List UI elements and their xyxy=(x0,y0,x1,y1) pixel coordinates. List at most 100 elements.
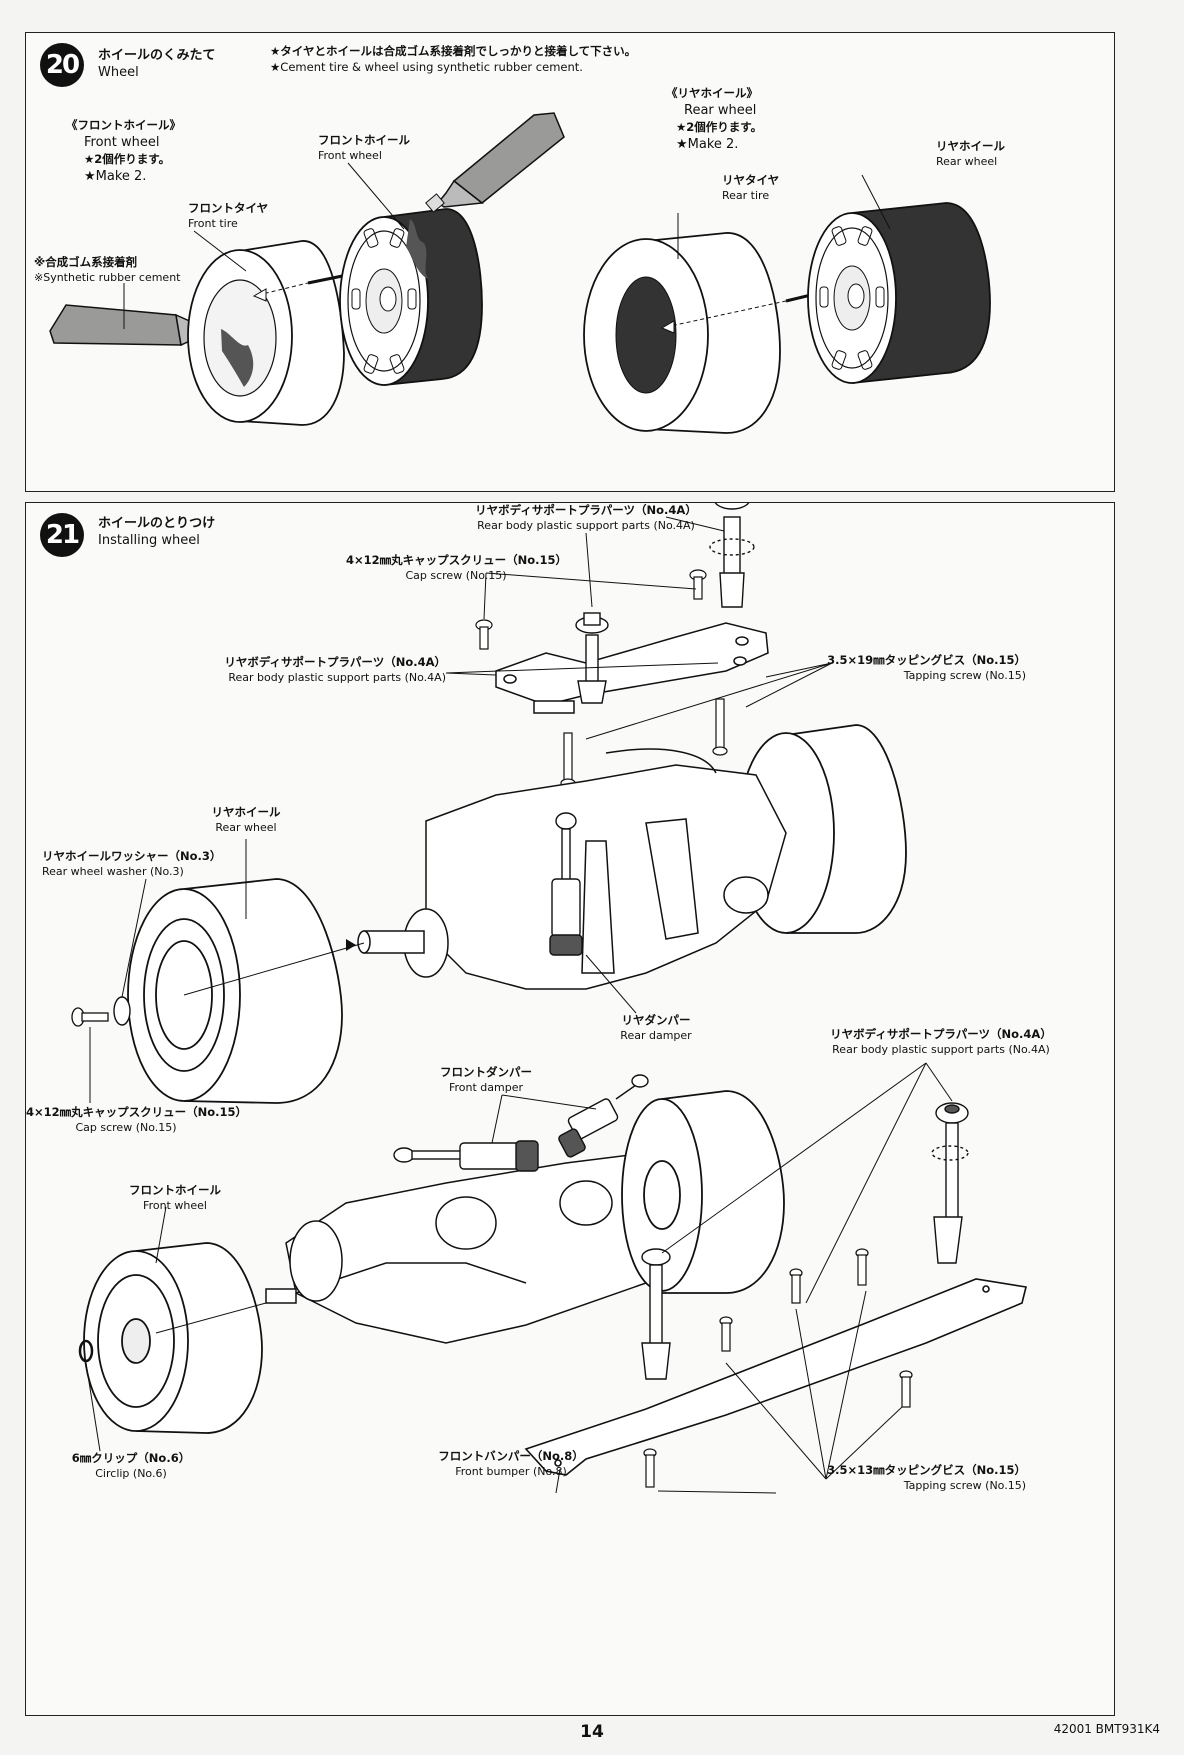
rear-wheel-left xyxy=(127,878,343,1104)
cap-screw-left-ja: 4×12㎜丸キャップスクリュー（No.15） xyxy=(26,1105,248,1119)
cement-note: ★タイヤとホイールは合成ゴム系接着剤でしっかりと接着して下さい。 ★Cement… xyxy=(270,43,636,75)
rear-heading-ja: 《リヤホイール》 xyxy=(666,86,758,100)
front-damper-en: Front damper xyxy=(448,1081,524,1094)
label-front-wheel: フロントホイール Front wheel xyxy=(110,1183,240,1213)
step-title-en: Wheel xyxy=(98,65,139,80)
label-cap-screw-left: 4×12㎜丸キャップスクリュー（No.15） Cap screw (No.15) xyxy=(26,1105,248,1135)
circlip-ja: 6㎜クリップ（No.6） xyxy=(71,1451,191,1465)
cement-label-ja: ※合成ゴム系接着剤 xyxy=(34,255,138,269)
front-heading-ja: 《フロントホイール》 xyxy=(66,118,181,132)
step-title-ja: ホイールのくみたて xyxy=(98,48,216,63)
rear-support-top-en: Rear body plastic support parts (No.4A) xyxy=(477,519,695,532)
label-rear-washer: リヤホイールワッシャー（No.3） Rear wheel washer (No.… xyxy=(42,849,221,879)
front-tire xyxy=(187,240,345,426)
label-tapping-19: 3.5×19㎜タッピングビス（No.15） Tapping screw (No.… xyxy=(826,653,1026,683)
front-bumper-ja: フロントバンパー（No.8） xyxy=(438,1449,584,1463)
rear-damper-ja: リヤダンパー xyxy=(621,1013,691,1027)
rear-support-left-ja: リヤボディサポートプラパーツ（No.4A） xyxy=(224,655,446,669)
rear-washer-ja: リヤホイールワッシャー（No.3） xyxy=(42,849,222,863)
label-rear-damper: リヤダンパー Rear damper xyxy=(596,1013,716,1043)
tapping-19-en: Tapping screw (No.15) xyxy=(903,669,1026,682)
circlip xyxy=(78,1339,94,1363)
step-title-ja: ホイールのとりつけ xyxy=(98,516,216,531)
rear-wheel-en: Rear wheel xyxy=(215,821,277,834)
front-chassis-body xyxy=(265,1152,687,1344)
label-front-bumper: フロントバンパー（No.8） Front bumper (No.8) xyxy=(436,1449,586,1479)
cap-screw-top-en: Cap screw (No.15) xyxy=(405,569,507,582)
label-rear-support-right: リヤボディサポートプラパーツ（No.4A） Rear body plastic … xyxy=(816,1027,1066,1057)
tapping-13-en: Tapping screw (No.15) xyxy=(903,1479,1026,1492)
front-bumper-plate xyxy=(524,1278,1027,1476)
page-number: 14 xyxy=(580,1722,604,1742)
rear-wheel-ja: リヤホイール xyxy=(936,139,1005,153)
rear-tire-ja: リヤタイヤ xyxy=(722,173,780,187)
glue-tube-right xyxy=(425,112,565,213)
front-damper-right xyxy=(558,1074,649,1158)
front-damper-left xyxy=(393,1140,539,1172)
front-bumper-en: Front bumper (No.8) xyxy=(455,1465,567,1478)
front-tire-en: Front tire xyxy=(188,217,238,230)
label-rear-wheel: リヤホイール Rear wheel xyxy=(176,805,316,835)
circlip-en: Circlip (No.6) xyxy=(95,1467,167,1480)
front-tire-label: フロントタイヤ Front tire xyxy=(188,201,268,231)
front-wheel-label: フロントホイール Front wheel xyxy=(318,133,410,163)
label-rear-support-left: リヤボディサポートプラパーツ（No.4A） Rear body plastic … xyxy=(196,655,446,685)
rear-support-post-top xyxy=(709,503,755,608)
label-front-damper: フロントダンパー Front damper xyxy=(426,1065,546,1095)
front-make-en: ★Make 2. xyxy=(84,169,147,184)
front-wheel-ja: フロントホイール xyxy=(129,1183,221,1197)
front-wheel-ja: フロントホイール xyxy=(318,133,410,147)
front-wheel-rim xyxy=(339,208,483,386)
step-number-badge: 21 xyxy=(40,513,84,557)
rear-support-right-ja: リヤボディサポートプラパーツ（No.4A） xyxy=(830,1027,1052,1041)
tapping-13-ja: 3.5×13㎜タッピングビス（No.15） xyxy=(827,1463,1026,1477)
rear-wheel-rim xyxy=(807,202,991,384)
label-tapping-13: 3.5×13㎜タッピングビス（No.15） Tapping screw (No.… xyxy=(826,1463,1026,1493)
front-make-ja: ★2個作ります。 xyxy=(84,152,171,166)
step-20-panel: 20 ホイールのくみたて Wheel ★タイヤとホイールは合成ゴム系接着剤でしっ… xyxy=(25,32,1115,492)
cap-screw-left-en: Cap screw (No.15) xyxy=(75,1121,177,1134)
rear-support-right-en: Rear body plastic support parts (No.4A) xyxy=(832,1043,1050,1056)
rear-wheel-heading: 《リヤホイール》 Rear wheel ★2個作ります。 ★Make 2. xyxy=(666,85,762,153)
label-circlip: 6㎜クリップ（No.6） Circlip (No.6) xyxy=(66,1451,196,1481)
step-number-badge: 20 xyxy=(40,43,84,87)
rear-washer-en: Rear wheel washer (No.3) xyxy=(42,865,184,878)
rear-tire-en: Rear tire xyxy=(722,189,770,202)
rear-tire-label: リヤタイヤ Rear tire xyxy=(722,173,779,203)
step-title: ホイールのくみたて Wheel xyxy=(98,47,216,81)
front-wheel-en: Front wheel xyxy=(318,149,382,162)
front-damper-ja: フロントダンパー xyxy=(440,1065,532,1079)
rear-wheel-label: リヤホイール Rear wheel xyxy=(936,139,1005,169)
rear-wheel-ja: リヤホイール xyxy=(211,805,281,819)
rear-make-ja: ★2個作ります。 xyxy=(676,120,763,134)
rear-damper-en: Rear damper xyxy=(620,1029,692,1042)
cap-screw-rear-wheel xyxy=(71,1007,109,1027)
front-support-post-right xyxy=(931,1102,969,1264)
rear-damper xyxy=(549,812,583,956)
front-tire-ja: フロントタイヤ xyxy=(188,201,269,215)
cement-note-ja: ★タイヤとホイールは合成ゴム系接着剤でしっかりと接着して下さい。 xyxy=(270,44,637,58)
rear-tire xyxy=(583,232,781,434)
wheel-installation-illustration xyxy=(71,503,1027,1494)
rear-support-post-center xyxy=(575,612,609,704)
front-support-post-left xyxy=(641,1248,671,1380)
tapping-19-ja: 3.5×19㎜タッピングビス（No.15） xyxy=(827,653,1026,667)
rear-make-en: ★Make 2. xyxy=(676,137,739,152)
step-title-en: Installing wheel xyxy=(98,533,200,548)
cement-label-en: ※Synthetic rubber cement xyxy=(34,271,181,284)
front-heading-en: Front wheel xyxy=(84,135,160,150)
wheel-assembly-illustration xyxy=(49,112,991,434)
rear-wheel-en: Rear wheel xyxy=(936,155,998,168)
rear-support-left-en: Rear body plastic support parts (No.4A) xyxy=(228,671,446,684)
cement-label: ※合成ゴム系接着剤 ※Synthetic rubber cement xyxy=(34,255,180,285)
step-21-panel: 21 ホイールのとりつけ Installing wheel xyxy=(25,502,1115,1716)
step-title: ホイールのとりつけ Installing wheel xyxy=(98,515,215,549)
front-wheel-heading: 《フロントホイール》 Front wheel ★2個作ります。 ★Make 2. xyxy=(66,117,181,185)
rear-heading-en: Rear wheel xyxy=(684,103,757,118)
front-wheel-en: Front wheel xyxy=(143,1199,207,1212)
tapping-screws-rear xyxy=(560,698,728,788)
rear-chassis-body xyxy=(357,748,787,990)
rear-wheel-washer xyxy=(113,996,131,1026)
cement-note-en: ★Cement tire & wheel using synthetic rub… xyxy=(270,60,583,74)
rear-support-top-ja: リヤボディサポートプラパーツ（No.4A） xyxy=(475,503,697,517)
